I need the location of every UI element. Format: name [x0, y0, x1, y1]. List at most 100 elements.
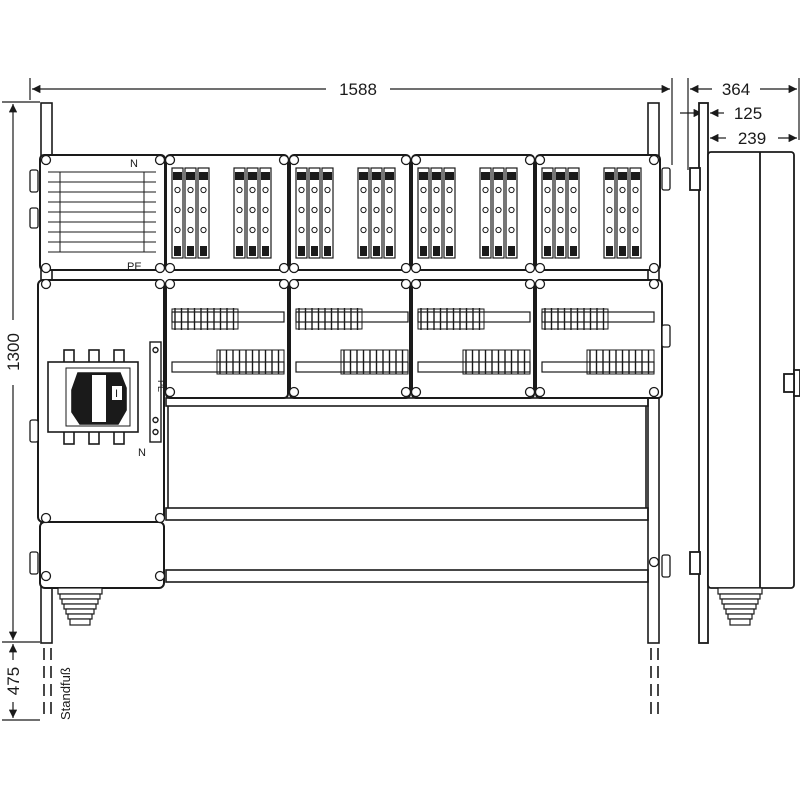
corner-screw	[534, 262, 546, 274]
terminal-screw	[632, 206, 639, 214]
terminal-screw	[482, 226, 489, 234]
corner-screw	[524, 386, 536, 398]
terminal-screw	[508, 226, 515, 234]
terminal-foot	[420, 246, 427, 256]
terminal-screw	[373, 226, 380, 234]
terminal-screw	[544, 206, 551, 214]
terminal-foot	[324, 246, 331, 256]
terminal-foot	[544, 246, 551, 256]
cable-gland-side	[717, 587, 763, 626]
terminal-cap	[556, 172, 565, 180]
terminal-screw	[606, 206, 613, 214]
terminal-foot	[619, 246, 626, 256]
corner-screw	[288, 278, 300, 290]
switch-pe-n-bar	[149, 341, 162, 443]
corner-screw	[154, 512, 166, 524]
frame-rails	[165, 397, 649, 583]
terminal-screw	[249, 226, 256, 234]
terminal-screw	[495, 226, 502, 234]
terminal-screw	[200, 206, 207, 214]
foot-label: Standfuß	[58, 667, 73, 720]
terminal-foot	[433, 246, 440, 256]
corner-screw	[154, 262, 166, 274]
terminal-foot	[174, 246, 181, 256]
din-rail-lower	[417, 361, 531, 373]
terminal-screw	[420, 186, 427, 194]
terminal-screw	[570, 226, 577, 234]
corner-screw	[648, 262, 660, 274]
terminal-cap	[618, 172, 627, 180]
terminal-cap	[199, 172, 208, 180]
terminal-screw	[619, 226, 626, 234]
corner-screw	[410, 154, 422, 166]
terminal-screw	[298, 206, 305, 214]
terminal-screw	[311, 226, 318, 234]
terminal-cap	[543, 172, 552, 180]
breaker-group	[541, 308, 609, 330]
main-switch[interactable]	[47, 349, 139, 445]
cable-gland-front	[57, 587, 103, 626]
terminal-screw	[495, 186, 502, 194]
terminal-cap	[507, 172, 516, 180]
corner-screw	[154, 154, 166, 166]
corner-screw	[40, 154, 52, 166]
switch-n-label: N	[138, 447, 146, 459]
corner-screw	[410, 278, 422, 290]
terminal-screw	[433, 226, 440, 234]
terminal-screw	[249, 186, 256, 194]
terminal-foot	[632, 246, 639, 256]
breaker-group	[586, 349, 655, 375]
height-cabinet-label: 1300	[4, 333, 23, 371]
terminal-screw	[446, 206, 453, 214]
terminal-screw	[557, 206, 564, 214]
terminal-cap	[323, 172, 332, 180]
terminal-cap	[248, 172, 257, 180]
terminal-foot	[482, 246, 489, 256]
terminal-cap	[372, 172, 381, 180]
dimension-height	[2, 101, 40, 721]
terminal-screw	[544, 226, 551, 234]
terminal-foot	[200, 246, 207, 256]
terminal-screw	[482, 186, 489, 194]
terminal-screw	[495, 206, 502, 214]
depth-body-label: 239	[738, 129, 766, 148]
terminal-foot	[446, 246, 453, 256]
depth-total-label: 364	[722, 80, 750, 99]
terminal-cap	[569, 172, 578, 180]
din-rail-upper	[541, 311, 655, 323]
corner-screw	[534, 154, 546, 166]
corner-screw	[164, 278, 176, 290]
terminal-screw	[544, 186, 551, 194]
corner-screw	[534, 386, 546, 398]
terminal-screw	[373, 206, 380, 214]
terminal-cap	[419, 172, 428, 180]
terminal-foot	[606, 246, 613, 256]
corner-screw	[410, 386, 422, 398]
terminal-screw	[262, 206, 269, 214]
terminal-foot	[262, 246, 269, 256]
corner-screw	[648, 278, 660, 290]
terminal-foot	[495, 246, 502, 256]
busbar-n-label: N	[130, 158, 138, 170]
corner-screw	[164, 154, 176, 166]
terminal-foot	[360, 246, 367, 256]
terminal-foot	[249, 246, 256, 256]
terminal-cap	[432, 172, 441, 180]
terminal-screw	[619, 186, 626, 194]
terminal-foot	[298, 246, 305, 256]
terminal-screw	[360, 186, 367, 194]
terminal-cap	[605, 172, 614, 180]
din-rail-upper	[171, 311, 285, 323]
terminal-cap	[173, 172, 182, 180]
switch-pe-label: PE	[156, 380, 166, 392]
corner-screw	[524, 262, 536, 274]
corner-screws	[40, 154, 660, 582]
terminal-screw	[632, 226, 639, 234]
terminal-screw	[606, 226, 613, 234]
terminal-foot	[311, 246, 318, 256]
terminal-screw	[236, 206, 243, 214]
corner-screw	[648, 154, 660, 166]
terminal-foot	[557, 246, 564, 256]
